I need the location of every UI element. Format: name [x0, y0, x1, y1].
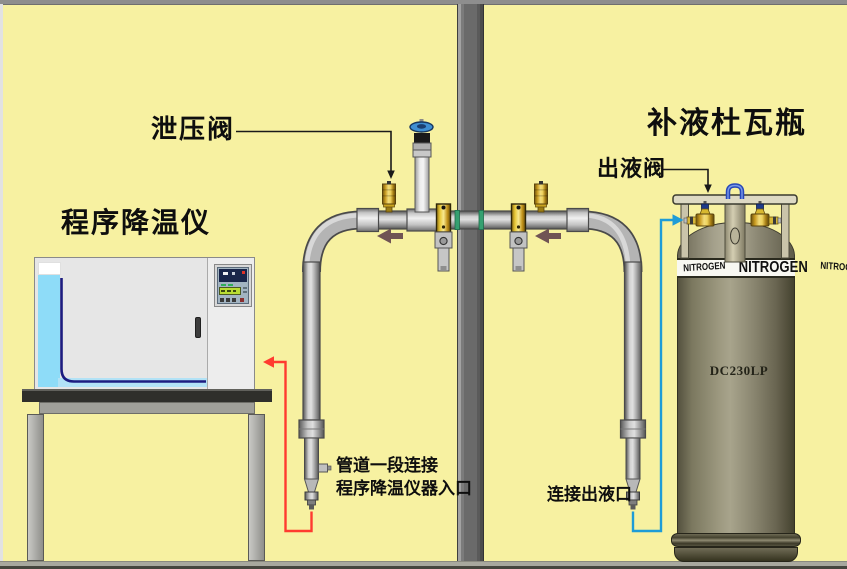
- flow-arrow-right-icon: [535, 228, 561, 244]
- leader-arrowhead-icon: [387, 170, 395, 179]
- riser-valve: [409, 119, 434, 213]
- lcd-digit: [233, 290, 236, 292]
- lcd-digit: [227, 290, 231, 292]
- blue-transfer-line: [631, 214, 684, 533]
- leader-arrowhead-icon: [704, 184, 712, 193]
- panel-text-mark: [243, 291, 247, 293]
- support-pillar: [457, 4, 484, 562]
- blue-arrow-icon: [672, 214, 684, 226]
- red-arrow-icon: [263, 356, 274, 368]
- pipe-down-left: [302, 261, 321, 421]
- label-connect-outlet: 连接出液口: [547, 485, 632, 504]
- panel-button: [232, 298, 236, 302]
- dewar-nitrogen-band: NITROGEN NITROGEN NITROGEN: [677, 258, 847, 278]
- dewar-frame-right: [781, 202, 790, 259]
- panel-button: [220, 298, 224, 302]
- indicator-led-green: [228, 284, 233, 286]
- label-dewar-title: 补液杜瓦瓶: [647, 107, 807, 140]
- dewar-body: [677, 258, 795, 538]
- floor: [0, 561, 847, 567]
- label-pipe-note-line2: 程序降温仪器入口: [336, 479, 472, 498]
- dewar-base-ring: [671, 533, 801, 547]
- door-handle: [195, 317, 201, 338]
- dewar-base: [674, 547, 798, 562]
- panel-button: [226, 298, 230, 302]
- pipe-down-right: [623, 261, 643, 421]
- flow-arrow-left-icon: [377, 228, 403, 244]
- pipe-gasket-green-left: [454, 209, 460, 230]
- ball-valve-right: [509, 203, 528, 272]
- riser-collar: [412, 149, 432, 158]
- pipe-coupling-left: [356, 207, 380, 233]
- floor-shadow: [0, 566, 847, 569]
- red-transfer-line: [263, 356, 313, 533]
- panel-button: [240, 298, 244, 302]
- ceiling-edge: [0, 0, 847, 5]
- indicator-led-green: [221, 284, 226, 286]
- ball-valve-left: [434, 203, 453, 272]
- valve-packing-nut: [414, 133, 430, 143]
- panel-text-mark: [243, 287, 247, 289]
- label-outlet-valve: 出液阀: [597, 156, 667, 181]
- dewar-frame-left: [680, 202, 689, 259]
- label-relief-valve: 泄压阀: [151, 115, 236, 144]
- table-leg-right: [248, 414, 265, 561]
- pipe-coupling-right: [566, 207, 590, 233]
- table-apron: [39, 402, 255, 414]
- hose-connector-left: [298, 419, 332, 510]
- dewar-valve-left: [683, 201, 715, 227]
- machine-coolant-tube: [60, 278, 206, 383]
- table-top: [22, 389, 272, 402]
- pipe-horizontal-main: [357, 210, 589, 230]
- dewar-top-plate: [672, 194, 798, 205]
- dewar-hardware: [672, 183, 798, 263]
- dewar-valve-right: [750, 201, 782, 227]
- leader-outlet-valve: [662, 168, 712, 193]
- label-pipe-note-line1: 管道一段连接: [336, 456, 438, 475]
- handwheel-hub: [416, 124, 427, 129]
- label-cooling-instrument: 程序降温仪: [61, 208, 212, 239]
- leader-relief-valve: [236, 130, 395, 179]
- indicator-led-red: [242, 271, 245, 274]
- dewar-model-text: DC230LP: [709, 363, 769, 378]
- side-tap: [318, 463, 328, 473]
- coolant-column: [38, 275, 60, 387]
- table-leg-left: [27, 414, 44, 561]
- nitrogen-band-text-center: NITROGEN: [738, 259, 808, 276]
- display-mark: [223, 272, 228, 275]
- hose-connector-right: [619, 419, 647, 510]
- display-mark: [232, 272, 235, 275]
- valve-bonnet: [412, 142, 432, 151]
- post-slot: [730, 227, 740, 245]
- relief-valve-left: [382, 181, 396, 213]
- cooling-instrument-label-plate: [38, 262, 61, 275]
- lcd-digit: [221, 290, 225, 292]
- pipe-gasket-green-right: [478, 209, 484, 230]
- wall-left-edge: [0, 4, 3, 562]
- relief-valve-right: [534, 181, 548, 213]
